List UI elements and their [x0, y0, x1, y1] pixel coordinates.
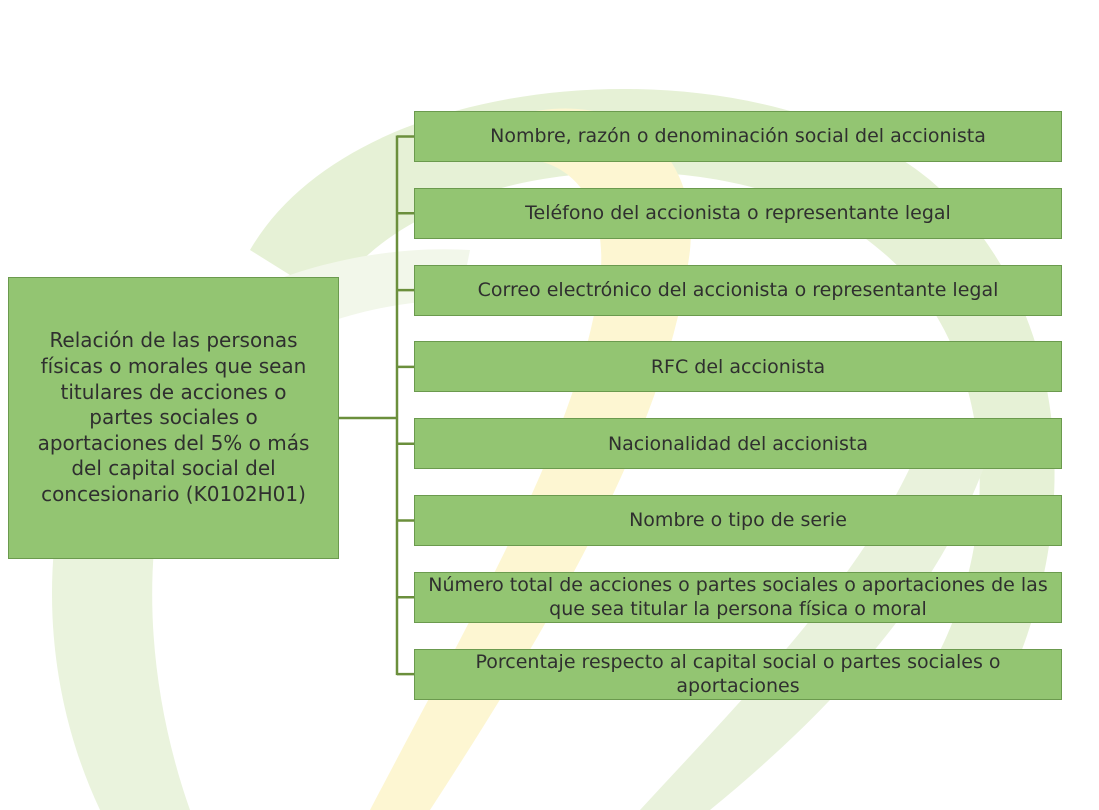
child-node-serie: Nombre o tipo de serie [414, 495, 1062, 546]
child-node-label: Teléfono del accionista o representante … [525, 202, 951, 225]
child-node-nacionalidad: Nacionalidad del accionista [414, 418, 1062, 470]
child-node-label: Nombre, razón o denominación social del … [490, 125, 986, 148]
child-node-label: Nacionalidad del accionista [607, 432, 869, 455]
child-node-label: Correo electrónico del accionista o repr… [477, 278, 999, 301]
child-node-rfc: RFC del accionista [414, 341, 1062, 393]
child-node-nombre: Nombre, razón o denominación social del … [414, 111, 1062, 162]
child-node-numero-acciones: Número total de acciones o partes social… [414, 571, 1062, 623]
child-node-label: RFC del accionista [650, 355, 826, 378]
child-node-porcentaje: Porcentaje respecto al capital social o … [414, 648, 1062, 700]
child-node-label: Porcentaje respecto al capital social o … [475, 650, 1001, 698]
child-node-telefono: Teléfono del accionista o representante … [414, 187, 1062, 239]
root-node-label: Relación de las personas físicas o moral… [37, 328, 310, 506]
root-node: Relación de las personas físicas o moral… [8, 277, 339, 559]
child-node-label: Nombre o tipo de serie [629, 509, 847, 532]
child-node-label: Número total de acciones o partes social… [428, 573, 1048, 621]
child-node-correo: Correo electrónico del accionista o repr… [414, 264, 1062, 316]
